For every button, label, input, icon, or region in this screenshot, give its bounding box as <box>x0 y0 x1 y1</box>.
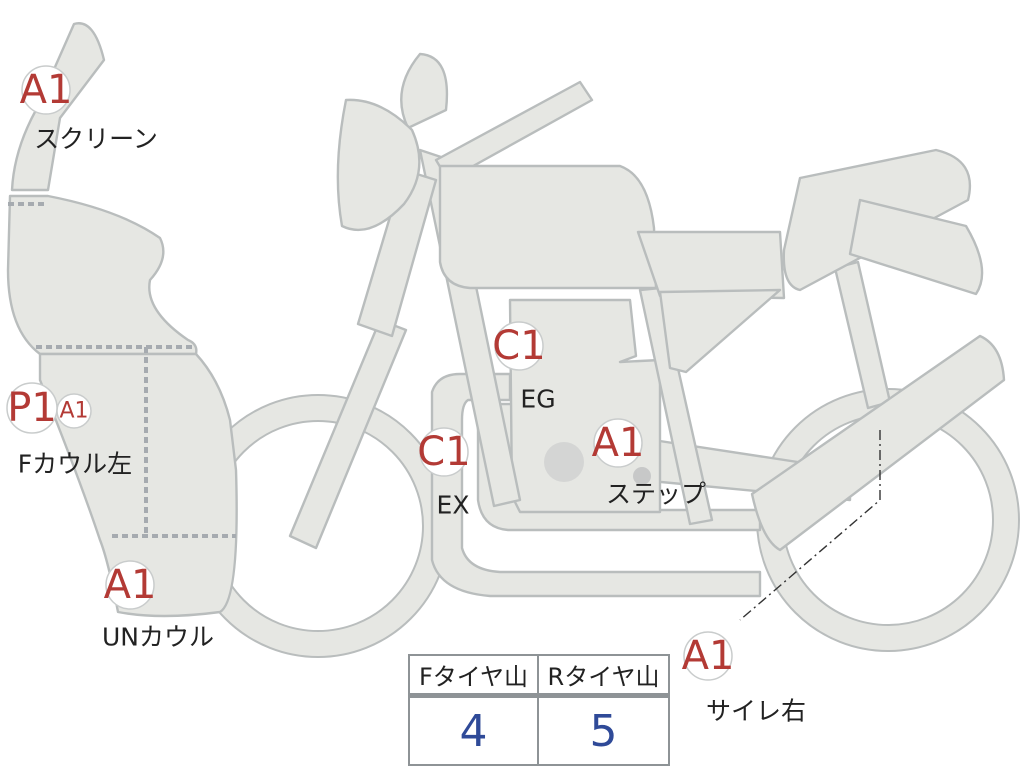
callout-un-cowl: A1 UNカウル <box>102 560 214 652</box>
front-tire-header: Fタイヤ山 <box>410 656 539 698</box>
damage-code: A1 <box>20 67 73 113</box>
tire-tread-table: Fタイヤ山 Rタイヤ山 4 5 <box>408 654 670 766</box>
part-label: Fカウル左 <box>18 450 132 479</box>
rear-frame <box>833 260 892 410</box>
front-cowl-upper <box>6 194 198 356</box>
step-peg-left <box>633 467 651 485</box>
front-fork <box>288 318 408 550</box>
rear-tire-value: 5 <box>589 705 618 757</box>
part-label: サイレ右 <box>706 697 806 726</box>
part-label: スクリーン <box>34 125 158 154</box>
damage-code: A1 <box>104 562 157 608</box>
engine-cover <box>544 442 584 482</box>
fuel-tank <box>438 164 658 290</box>
callout-screen: A1 スクリーン <box>20 65 158 154</box>
callout-exhaust: C1 EX <box>417 427 471 520</box>
exhaust-pipe-lower <box>430 372 762 598</box>
damage-code: A1 <box>592 420 645 466</box>
callout-engine: C1 EG <box>492 321 556 414</box>
rear-tire-header: Rタイヤ山 <box>539 656 668 698</box>
tail-cowl <box>848 198 984 296</box>
part-label: ステップ <box>606 480 706 509</box>
damage-code: C1 <box>492 323 545 369</box>
silencer-leader-line <box>739 430 881 621</box>
callout-f-cowl-left: P1 A1 Fカウル左 <box>6 382 132 479</box>
damage-code-secondary: A1 <box>59 399 88 424</box>
callout-silencer-right: A1 サイレ右 <box>682 631 806 726</box>
fork-upper <box>356 168 438 338</box>
damage-code: A1 <box>682 633 735 679</box>
side-cover <box>636 230 786 300</box>
part-label: EX <box>437 491 470 520</box>
damage-code: P1 <box>7 385 57 431</box>
part-label: EG <box>520 385 555 414</box>
headlight <box>336 98 421 231</box>
muffler <box>750 334 1006 552</box>
seat-front <box>658 288 782 374</box>
mirror <box>400 52 449 130</box>
callout-step: A1 ステップ <box>592 418 706 509</box>
front-tire-value: 4 <box>410 698 539 764</box>
part-label: UNカウル <box>102 623 214 652</box>
damage-code: C1 <box>417 429 470 475</box>
